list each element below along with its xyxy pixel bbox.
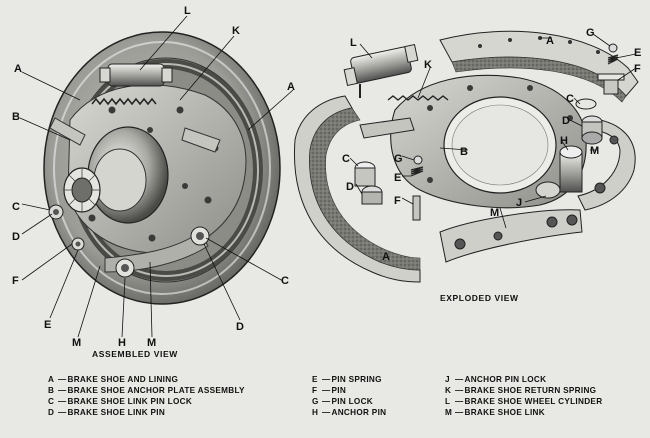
legend-text: BRAKE SHOE AND LINING <box>67 375 179 384</box>
exploded-callouts: L K A G E F C D B C G E D F H M J M A <box>342 27 641 263</box>
callout-label: D <box>562 115 570 127</box>
callout-label: B <box>12 111 20 123</box>
callout-label: B <box>460 146 468 158</box>
callout-label: D <box>12 231 20 243</box>
callout-label: C <box>342 153 350 165</box>
legend-item: B—BRAKE SHOE ANCHOR PLATE ASSEMBLY <box>48 386 245 395</box>
legend-key: G <box>312 397 319 406</box>
exploded-wheel-cylinder <box>343 43 419 98</box>
assembled-view-caption: ASSEMBLED VIEW <box>92 349 178 359</box>
legend-key: K <box>445 386 452 395</box>
callout-label: G <box>394 153 403 165</box>
legend-key: D <box>48 408 55 417</box>
callout-label: K <box>424 59 432 71</box>
callout-label: H <box>118 337 126 349</box>
assembled-view: L K A A B C D F E M H M D C <box>12 5 295 349</box>
callout-label: F <box>394 195 401 207</box>
legend-text: PIN LOCK <box>331 397 374 406</box>
callout-label: K <box>232 25 240 37</box>
wheel-cylinder <box>107 63 165 87</box>
callout-label: G <box>586 27 595 39</box>
legend-text: PIN <box>331 386 347 395</box>
callout-label: M <box>147 337 156 349</box>
callout-label: A <box>287 81 295 93</box>
legend-item: D—BRAKE SHOE LINK PIN <box>48 408 166 417</box>
right-pin-parts <box>575 43 625 145</box>
legend-item: G—PIN LOCK <box>312 397 374 406</box>
legend-text: BRAKE SHOE WHEEL CYLINDER <box>464 397 603 406</box>
legend-text: BRAKE SHOE ANCHOR PLATE ASSEMBLY <box>67 386 245 395</box>
callout-label: F <box>12 275 19 287</box>
legend-text: BRAKE SHOE LINK <box>464 408 545 417</box>
callout-label: M <box>590 145 599 157</box>
legend-item: A—BRAKE SHOE AND LINING <box>48 375 179 384</box>
legend-text: ANCHOR PIN <box>331 408 387 417</box>
legend-key: E <box>312 375 318 384</box>
callout-label: C <box>566 93 574 105</box>
legend-text: BRAKE SHOE LINK PIN <box>67 408 166 417</box>
legend-key: M <box>445 408 453 417</box>
legend-text: ANCHOR PIN LOCK <box>464 375 547 384</box>
legend-key: H <box>312 408 319 417</box>
legend-column-2: E—PIN SPRING F—PIN G—PIN LOCK H—ANCHOR P… <box>312 374 386 418</box>
callout-label: A <box>14 63 22 75</box>
exploded-view-caption: EXPLODED VIEW <box>440 293 519 303</box>
legend-column-3: J—ANCHOR PIN LOCK K—BRAKE SHOE RETURN SP… <box>445 374 602 418</box>
callout-label: A <box>382 251 390 263</box>
legend-key: B <box>48 386 55 395</box>
legend-key: J <box>445 375 450 384</box>
return-spring <box>91 97 157 106</box>
callout-label: E <box>634 47 641 59</box>
exploded-view: L K A G E F C D B C G E D F H M J M A <box>293 27 641 283</box>
exploded-return-spring <box>387 95 449 101</box>
callout-label: C <box>281 275 289 287</box>
legend-item: J—ANCHOR PIN LOCK <box>445 375 547 384</box>
callout-label: E <box>394 172 401 184</box>
shoe-link-upper <box>49 117 86 146</box>
exploded-shoe-link <box>439 209 583 263</box>
legend-key: L <box>445 397 451 406</box>
legend-column-1: A—BRAKE SHOE AND LINING B—BRAKE SHOE ANC… <box>48 374 245 418</box>
legend-key: A <box>48 375 55 384</box>
legend-key: C <box>48 397 55 406</box>
legend-item: F—PIN <box>312 386 347 395</box>
callout-label: D <box>346 181 354 193</box>
callout-label: D <box>236 321 244 333</box>
legend-item: K—BRAKE SHOE RETURN SPRING <box>445 386 597 395</box>
callout-label: F <box>634 63 641 75</box>
callout-label: E <box>44 319 51 331</box>
callout-label: L <box>350 37 357 49</box>
legend-item: C—BRAKE SHOE LINK PIN LOCK <box>48 397 193 406</box>
assembled-callouts: L K A A B C D F E M H M D C <box>12 5 295 349</box>
callout-label: C <box>12 201 20 213</box>
legend-item: H—ANCHOR PIN <box>312 408 387 417</box>
legend-text: PIN SPRING <box>331 375 382 384</box>
callout-label: L <box>184 5 191 17</box>
callout-label: A <box>546 35 554 47</box>
callout-label: J <box>516 197 522 209</box>
legend-item: E—PIN SPRING <box>312 375 382 384</box>
legend-text: BRAKE SHOE LINK PIN LOCK <box>67 397 193 406</box>
legend-item: L—BRAKE SHOE WHEEL CYLINDER <box>445 397 603 406</box>
callout-label: M <box>490 207 499 219</box>
legend-item: M—BRAKE SHOE LINK <box>445 408 545 417</box>
legend-text: BRAKE SHOE RETURN SPRING <box>464 386 597 395</box>
legend-key: F <box>312 386 318 395</box>
callout-label: M <box>72 337 81 349</box>
callout-label: H <box>560 135 568 147</box>
